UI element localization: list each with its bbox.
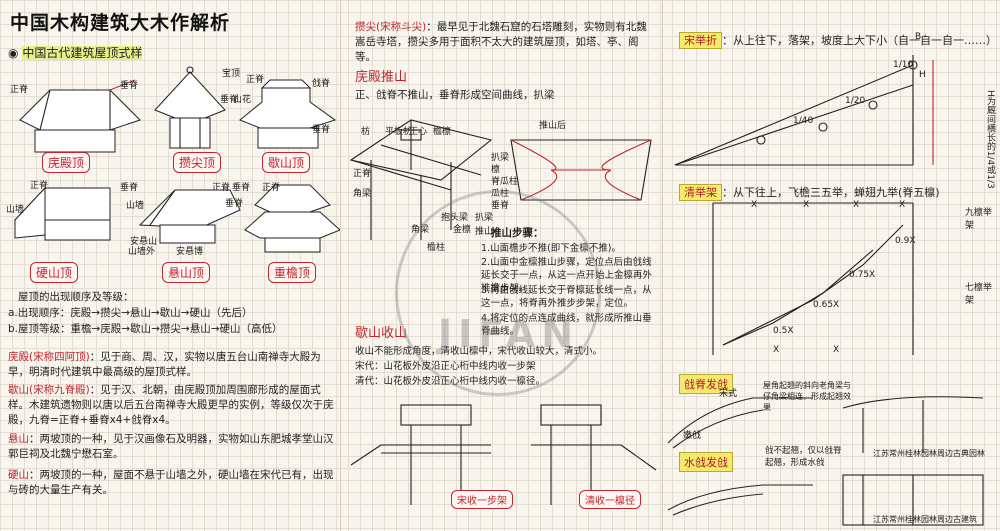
- label-eave-purlin: 檐檩: [433, 127, 452, 137]
- song-jushe-tag: 宋举折: [679, 32, 722, 49]
- qing-jujia-diagram: [712, 202, 914, 355]
- qing-jujia-tag: 清举架: [679, 184, 722, 201]
- mark-075x: 0.75X: [849, 270, 876, 280]
- label-ridge-4: 正脊: [30, 181, 49, 191]
- label-pa-beam: 扒梁: [491, 153, 510, 163]
- roof-caption-overhang: 悬山顶: [162, 262, 211, 283]
- label-angled-ridge: 戗脊: [312, 79, 331, 89]
- roof-section-heading: ◉ 中国古代建筑屋顶式样: [8, 46, 143, 60]
- timber-frame-drawing: [349, 119, 652, 240]
- song-jushe-diagram: [674, 55, 934, 166]
- label-hip-4: 垂脊: [120, 183, 139, 193]
- roof-drawings: [13, 66, 341, 253]
- label-center: 正心: [409, 127, 428, 137]
- label-hip-6: 垂脊: [232, 183, 251, 193]
- label-hip: 垂脊: [120, 81, 139, 91]
- mark-x-3: X: [853, 200, 860, 210]
- note-overhang: 悬山：两坡顶的一种，见于汉画像石及明器，实物如山东肥城孝堂山汉郭巨祠及北魏宁懋石…: [8, 433, 334, 460]
- mark-b: B: [915, 32, 922, 42]
- roof-caption-hard-gable: 硬山顶: [30, 262, 79, 283]
- water-note-place-1: 江苏常州桂林园林周边古典园林: [873, 449, 985, 458]
- order-line-rank: b.屋顶等级：重檐→庑殿→歇山→攒尖→悬山→硬山（高低）: [8, 323, 283, 335]
- flare-note-song: 宋式: [719, 389, 738, 399]
- label-finial: 宝顶: [222, 69, 241, 79]
- push-hip-heading: 庑殿推山: [355, 70, 408, 85]
- label-ridge-5: 正脊: [212, 183, 231, 193]
- push-hip-sub: 正、戗脊不推山，垂脊形成空间曲线，扒梁: [355, 89, 555, 101]
- label-overhang-a: 安悬山: [130, 237, 158, 247]
- mark-1-20: 1/20: [845, 96, 866, 106]
- mark-065x: 0.65X: [813, 300, 840, 310]
- hard-gable-roof-drawing: [13, 186, 111, 241]
- roof-types-column: 中国木构建筑大木作解析 ◉ 中国古代建筑屋顶式样: [0, 0, 341, 531]
- label-gable-wall-2: 山墙: [126, 201, 145, 211]
- pyramid-note: 攒尖(宋称斗尖)：最早见于北魏石窟的石塔雕刻，实物则有北魏嵩岳寺塔，攒尖多用于面…: [355, 21, 647, 63]
- mark-x-2: X: [803, 200, 810, 210]
- label-overhang-b: 安悬博: [176, 247, 204, 257]
- ridge-flare-drawing: [667, 396, 984, 453]
- song-jushe-side-note: H为厩间横长的1/4或1/3: [985, 90, 995, 189]
- roof-curve-column: 宋举折：从上往下，落架，坡度上大下小（自一自一自一……） H为厩间横长的1/4或…: [662, 0, 1000, 531]
- label-hip-5: 垂脊: [225, 199, 244, 209]
- roof-caption-double-eave: 重檐顶: [268, 262, 317, 283]
- mark-x-6: X: [833, 345, 840, 355]
- water-note-place-2: 江苏常州桂林园林周边古建筑: [873, 515, 977, 524]
- double-eave-roof-drawing: [244, 184, 341, 253]
- gable-hip-roof-drawing: [239, 79, 337, 149]
- watermark-circle: [395, 190, 601, 396]
- label-ridge-3: 正脊: [246, 75, 265, 85]
- order-heading: 屋顶的出现顺序及等级：: [18, 291, 134, 303]
- label-tie: 枋: [361, 127, 371, 137]
- water-note-desc: 戗不起翘，仅以戗脊起翘，形成水戗: [765, 446, 842, 468]
- mark-h: H: [919, 70, 926, 80]
- note-hip: 庑殿(宋称四阿顶)：见于商、周、汉，实物以唐五台山南禅寺大殿为早，明清时代建筑中…: [8, 351, 321, 378]
- label-gable-face: 山花: [233, 95, 252, 105]
- song-jushe-line: 宋举折：从上往下，落架，坡度上大下小（自一自一自一……）: [679, 32, 997, 49]
- label-ridge-frame: 正脊: [353, 169, 372, 179]
- label-hip-2: 垂脊: [220, 95, 239, 105]
- label-gable-wall: 山墙: [6, 205, 25, 215]
- water-flare-drawing: [667, 474, 984, 526]
- caption-song-inset: 宋收一步架: [451, 490, 513, 509]
- roof-caption-pyramidal: 攒尖顶: [173, 152, 222, 173]
- mark-09x: 0.9X: [895, 236, 916, 246]
- flare-note-desc: 屋角起翘的斜向老角梁与仔角梁相连，形成起翘效果: [763, 381, 851, 412]
- ridge-flare-tag: 戗脊发戗: [679, 374, 733, 394]
- label-ridge-6: 正脊: [262, 183, 281, 193]
- gable-inset-heading: 歇山收山: [355, 326, 408, 341]
- nine-purlin-label: 九檩举架: [965, 208, 993, 231]
- seven-purlin-label: 七檩举架: [965, 283, 993, 306]
- label-hip-3: 垂脊: [312, 125, 331, 135]
- order-line-sequence: a.出现顺序：庑殿→攒尖→悬山→歇山→硬山（先后）: [8, 307, 253, 319]
- roof-caption-hip: 庑殿顶: [42, 152, 91, 173]
- mark-x-1: X: [751, 200, 758, 210]
- overhanging-gable-roof-drawing: [138, 189, 241, 244]
- mark-x-5: X: [773, 345, 780, 355]
- note-hard-gable: 硬山：两坡顶的一种，屋面不悬于山墙之外，硬山墙在宋代已有，出现与砖的大量生产有关…: [8, 469, 334, 496]
- page-title: 中国木构建筑大木作解析: [10, 12, 231, 34]
- label-corner-beam: 角梁: [353, 189, 372, 199]
- bullet-icon: ◉: [8, 46, 19, 60]
- bracket-drawings: [350, 404, 657, 505]
- caption-qing-inset: 清收一檩径: [579, 490, 641, 509]
- hip-roof-drawing: [19, 79, 141, 153]
- flare-note-nenqiang: 嫩戗: [683, 431, 702, 441]
- qing-jujia-line: 清举架：从下往上，飞檐三五举，蝉翅九举(脊五檩): [679, 184, 940, 201]
- mark-x-4: X: [899, 200, 906, 210]
- note-gable-hip: 歇山(宋称九脊殿)：见于汉、北朝，由庑殿顶加周围廊形成的屋面式样。木建筑遗物则以…: [8, 384, 334, 426]
- label-flat-board: 平板枋: [385, 127, 413, 137]
- mark-1-10: 1/10: [893, 60, 914, 70]
- label-ridge: 正脊: [10, 85, 29, 95]
- mark-05x: 0.5X: [773, 326, 794, 336]
- label-ridge-post: 脊瓜柱: [491, 177, 519, 187]
- water-flare-tag: 水戗发戗: [679, 452, 733, 472]
- roof-caption-gable-hip: 歇山顶: [262, 152, 311, 173]
- label-outer-wall: 山墙外: [128, 247, 156, 257]
- pyramidal-roof-drawing: [154, 66, 226, 149]
- watermark-text: JIFAN: [438, 312, 580, 356]
- label-after-push: 推山后: [539, 121, 567, 131]
- mark-1-40: 1/40: [793, 116, 814, 126]
- label-purlin: 檩: [491, 165, 501, 175]
